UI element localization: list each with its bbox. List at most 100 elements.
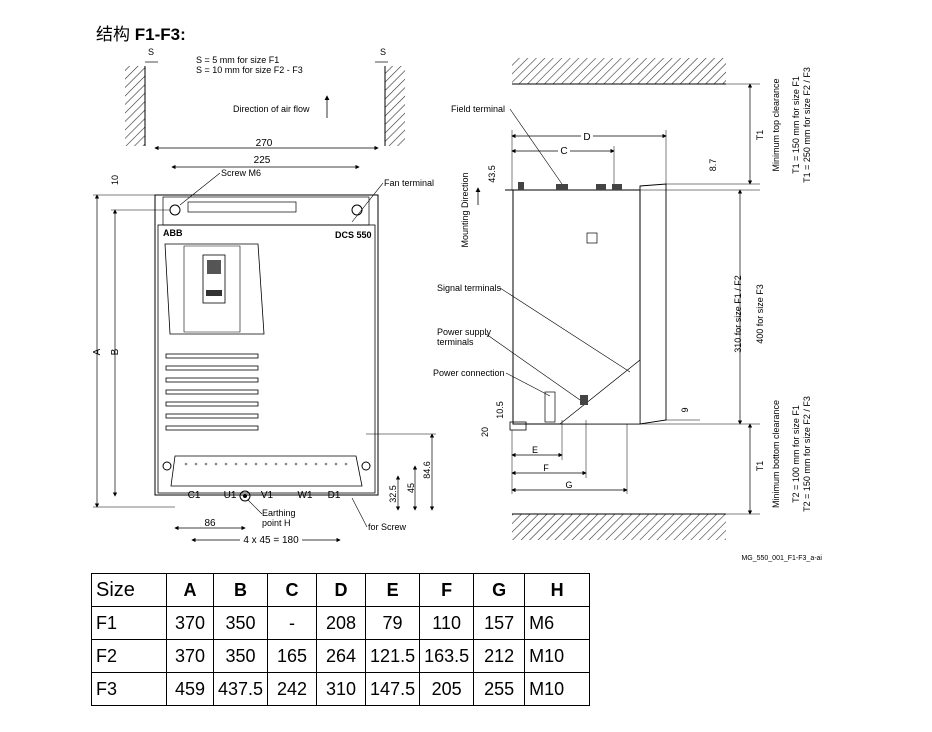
dim-310: 310 for size F1 / F2 <box>733 275 743 353</box>
dim-43-5: 43.5 <box>487 165 497 183</box>
field-terminal-label: Field terminal <box>451 104 505 114</box>
dim-45: 45 <box>406 483 416 493</box>
terminal-d1: D1 <box>328 490 341 501</box>
dim-10-5: 10.5 <box>495 401 505 419</box>
dim-8-7: 8.7 <box>708 159 718 172</box>
s-label-left: S <box>148 47 154 57</box>
bottom-wall-hatch <box>512 514 726 540</box>
top-wall-hatch <box>512 58 726 84</box>
cell: 350 <box>212 639 269 673</box>
cell: 165 <box>267 639 318 673</box>
signal-terminals-label: Signal terminals <box>437 283 502 293</box>
header-g: G <box>473 573 526 607</box>
cell: M6 <box>524 606 591 640</box>
terminal-v1: V1 <box>261 490 274 501</box>
cell: 121.5 <box>365 639 421 673</box>
bottom-clearance-label: Minimum bottom clearance <box>771 400 781 508</box>
cell: 163.5 <box>419 639 475 673</box>
cell: 212 <box>473 639 526 673</box>
fan-terminal-label: Fan terminal <box>384 178 434 188</box>
header-e: E <box>365 573 421 607</box>
cell: F3 <box>91 672 167 706</box>
top-clearance-f2: T1 = 250 mm for size F2 / F3 <box>802 67 812 183</box>
dim-a: A <box>92 348 103 355</box>
header-h: H <box>524 573 591 607</box>
front-view: S S S = 5 mm for size F1 S = 10 mm for s… <box>92 47 436 546</box>
header-f: F <box>419 573 475 607</box>
cell: M10 <box>524 672 591 706</box>
dim-g: G <box>565 480 572 490</box>
cell: - <box>267 606 318 640</box>
earthing-label: Earthing <box>262 508 296 518</box>
cell: 370 <box>166 639 214 673</box>
header-d: D <box>316 573 367 607</box>
dim-f: F <box>543 463 549 473</box>
dim-270: 270 <box>256 138 273 149</box>
cell: 79 <box>365 606 421 640</box>
dim-b: B <box>110 348 121 355</box>
dim-84-6: 84.6 <box>422 461 432 479</box>
dim-86: 86 <box>204 518 216 529</box>
terminal-c1: C1 <box>188 490 201 501</box>
bottom-clearance-f1: T2 = 100 mm for size F1 <box>791 405 801 503</box>
header-a: A <box>166 573 214 607</box>
s-note-f1: S = 5 mm for size F1 <box>196 55 279 65</box>
dim-d: D <box>583 132 590 143</box>
drawing-id: MG_550_001_F1-F3_a-ai <box>741 555 822 562</box>
cell: M10 <box>524 639 591 673</box>
header-b: B <box>212 573 269 607</box>
mounting-direction-label: Mounting Direction <box>460 172 470 247</box>
power-supply-label-2: terminals <box>437 337 474 347</box>
cell: 350 <box>212 606 269 640</box>
cell: 310 <box>316 672 367 706</box>
header-c: C <box>267 573 318 607</box>
title-cjk: 结构 <box>96 25 130 45</box>
dim-4x45: 4 x 45 = 180 <box>243 535 299 546</box>
dim-225: 225 <box>254 155 271 166</box>
side-view: D C Field terminal Signal terminals Powe… <box>433 58 822 562</box>
abb-logo: ABB <box>163 228 183 238</box>
airflow-label: Direction of air flow <box>233 104 310 114</box>
earthing-label-2: point H <box>262 518 291 528</box>
cell: 205 <box>419 672 475 706</box>
dim-t1-bottom: T1 <box>755 461 765 472</box>
table-row: F1 370 350 - 208 79 110 157 M6 <box>91 606 591 640</box>
dimension-drawing: S S S = 5 mm for size F1 S = 10 mm for s… <box>92 47 822 562</box>
table-header-row: Size A B C D E F G H <box>91 573 591 607</box>
for-screw-label: for Screw <box>368 522 407 532</box>
cell: F1 <box>91 606 167 640</box>
s-note-f2-f3: S = 10 mm for size F2 - F3 <box>196 65 303 75</box>
dim-10: 10 <box>110 175 120 185</box>
dim-t1-top: T1 <box>755 130 765 141</box>
header-size: Size <box>91 573 167 607</box>
screw-m6-label: Screw M6 <box>221 168 261 178</box>
dim-400: 400 for size F3 <box>755 284 765 344</box>
model-label: DCS 550 <box>335 230 372 240</box>
cell: 157 <box>473 606 526 640</box>
dim-9: 9 <box>680 407 690 412</box>
top-clearance-label: Minimum top clearance <box>771 78 781 171</box>
dimension-table: Size A B C D E F G H F1 370 350 - 208 79… <box>91 573 591 706</box>
right-wall-hatch <box>385 66 405 146</box>
cell: 147.5 <box>365 672 421 706</box>
dim-e: E <box>532 445 538 455</box>
cell: 437.5 <box>212 672 269 706</box>
cell: 459 <box>166 672 214 706</box>
dim-32-5: 32.5 <box>388 485 398 503</box>
s-label-right: S <box>380 47 386 57</box>
terminal-u1: U1 <box>224 490 237 501</box>
top-clearance-f1: T1 = 150 mm for size F1 <box>791 76 801 174</box>
cell: 255 <box>473 672 526 706</box>
dim-20: 20 <box>480 427 490 437</box>
left-wall-hatch <box>125 66 145 146</box>
cell: 208 <box>316 606 367 640</box>
cell: F2 <box>91 639 167 673</box>
cell: 110 <box>419 606 475 640</box>
table-row: F2 370 350 165 264 121.5 163.5 212 M10 <box>91 639 591 673</box>
table-row: F3 459 437.5 242 310 147.5 205 255 M10 <box>91 672 591 706</box>
title-sizes: F1-F3: <box>134 25 186 44</box>
bottom-clearance-f2: T2 = 150 mm for size F2 / F3 <box>802 396 812 512</box>
cell: 242 <box>267 672 318 706</box>
cell: 264 <box>316 639 367 673</box>
power-supply-label-1: Power supply <box>437 327 492 337</box>
